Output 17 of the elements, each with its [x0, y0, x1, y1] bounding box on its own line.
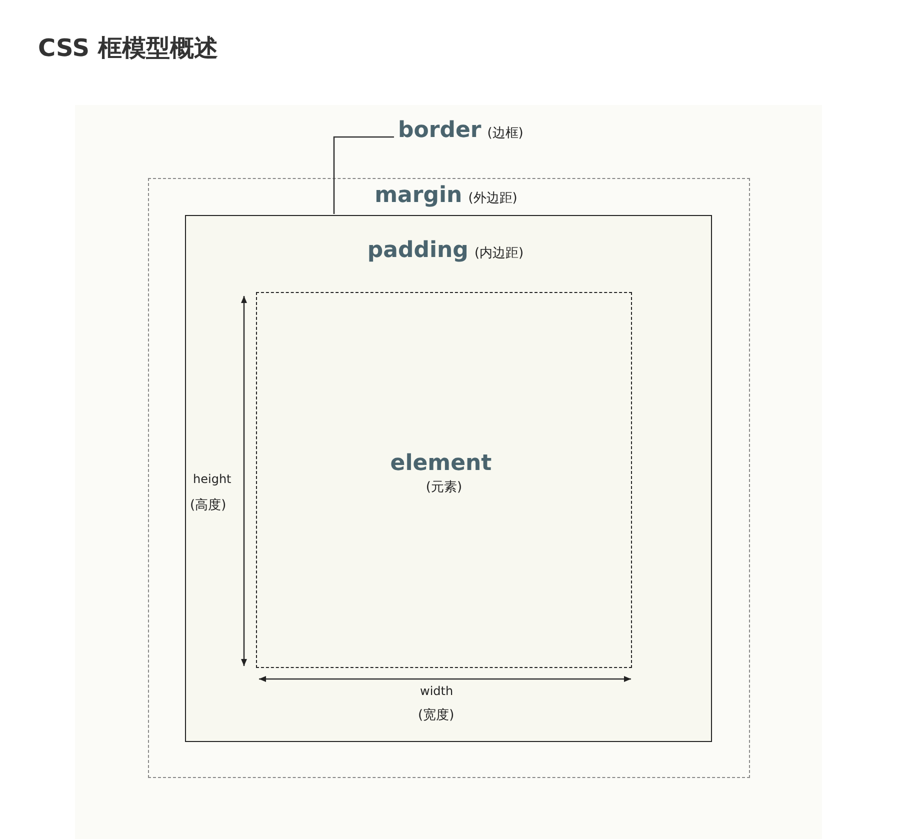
box-note: (元素) — [424, 479, 464, 496]
content-box — [256, 292, 632, 668]
box-label: element — [390, 451, 492, 476]
box-note: (外边距) — [468, 191, 518, 206]
dimension-note: (高度) — [190, 497, 226, 514]
dimension-label: height — [193, 472, 232, 486]
box-label: padding — [367, 238, 468, 263]
dimension-note: (宽度) — [418, 707, 454, 724]
leader-line — [333, 136, 394, 214]
margin-box — [148, 178, 750, 778]
box-label: border — [398, 118, 482, 143]
page-title: CSS 框模型概述 — [38, 33, 218, 64]
border-box — [185, 215, 712, 742]
box-label: margin — [374, 183, 462, 208]
box-note: (内边距) — [474, 246, 524, 261]
dimension-label: width — [420, 684, 454, 698]
box-note: (边框) — [487, 126, 524, 141]
